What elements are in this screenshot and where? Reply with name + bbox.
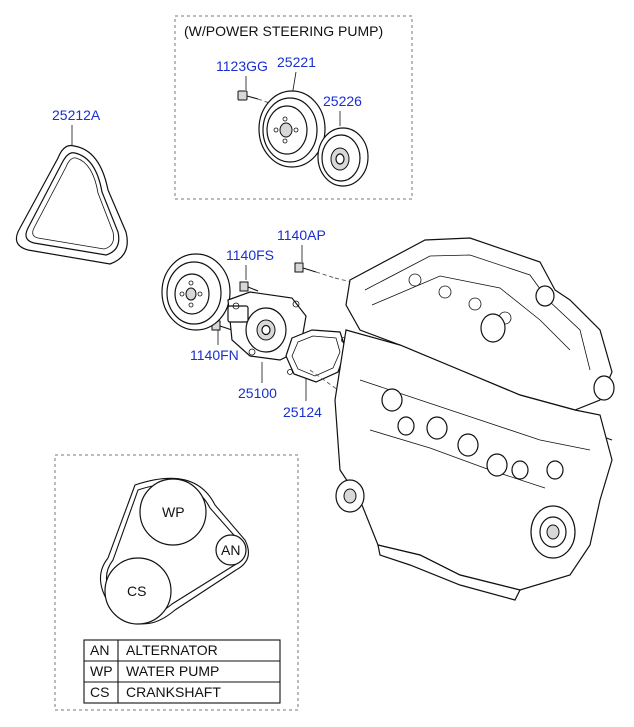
pulley-circle-an: AN [215,534,247,566]
legend-table: AN ALTERNATOR WP WATER PUMP CS CRANKSHAF… [83,639,281,704]
gasket-25124[interactable] [285,329,347,383]
water-pump-pulley[interactable] [161,253,231,331]
bolt-1140AP[interactable] [294,262,336,279]
bolt-1123GG[interactable] [237,90,273,105]
legend-name: ALTERNATOR [126,642,218,658]
legend-name: CRANKSHAFT [126,684,221,700]
pulley-25226[interactable] [317,127,369,187]
callout-1140FS[interactable]: 1140FS [226,247,274,263]
callout-25124[interactable]: 25124 [283,404,322,420]
legend-code: CS [90,684,109,700]
legend-code: WP [90,663,113,679]
engine-block [334,237,615,601]
bolt-1140FS[interactable] [239,281,259,292]
water-pump-25100[interactable] [227,291,307,361]
circle-label-cs: CS [127,583,146,599]
water-pump-group: 1140AP 1140FS 1140FN 25100 25124 [161,227,361,420]
callout-25226[interactable]: 25226 [323,93,362,109]
callout-1140AP[interactable]: 1140AP [277,227,326,243]
drive-belt-25212A[interactable]: 25212A [15,107,128,265]
callout-25212A[interactable]: 25212A [52,107,101,123]
callout-25100[interactable]: 25100 [238,385,277,401]
callout-25221[interactable]: 25221 [277,54,316,70]
callout-1140FN[interactable]: 1140FN [190,347,239,363]
belt-routing-inset: WP AN CS AN ALTERNATOR WP WATER PUMP CS … [54,454,299,711]
pulley-circle-wp: WP [139,478,207,546]
routing-frame [54,454,299,711]
callout-1123GG[interactable]: 1123GG [216,58,268,74]
power-steering-inset: (W/POWER STEERING PUMP) 1123GG 25221 252… [174,15,413,200]
pulley-25221[interactable] [258,90,326,168]
inset-caption: (W/POWER STEERING PUMP) [184,23,383,39]
legend-name: WATER PUMP [126,663,219,679]
pulley-circle-cs: CS [104,557,172,625]
circle-label-an: AN [221,542,240,558]
circle-label-wp: WP [162,504,185,520]
legend-code: AN [90,642,109,658]
